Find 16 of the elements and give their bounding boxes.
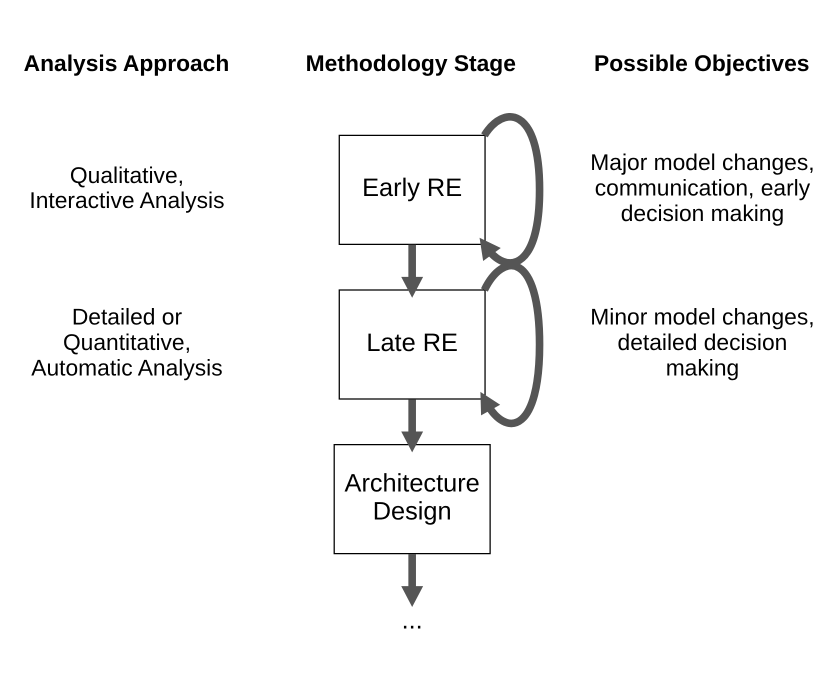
node-box: Early RE: [338, 134, 486, 244]
arrow: [401, 553, 424, 607]
arrow: [401, 398, 424, 452]
node-box: Late RE: [338, 288, 486, 400]
node-box: Architecture Design: [334, 444, 491, 554]
arrow: [401, 244, 424, 298]
arrow: [480, 262, 544, 427]
node-text: ...: [402, 606, 423, 634]
label: Possible Objectives: [594, 50, 810, 76]
arrow: [480, 112, 544, 266]
label: Detailed or Quantitative, Automatic Analysis: [31, 303, 223, 380]
label: Methodology Stage: [306, 50, 516, 76]
label: Minor model changes, detailed decision making: [590, 303, 815, 380]
label: Qualitative, Interactive Analysis: [29, 161, 225, 213]
label: Analysis Approach: [24, 50, 230, 76]
label: Major model changes, communication, early decision making: [590, 148, 815, 226]
